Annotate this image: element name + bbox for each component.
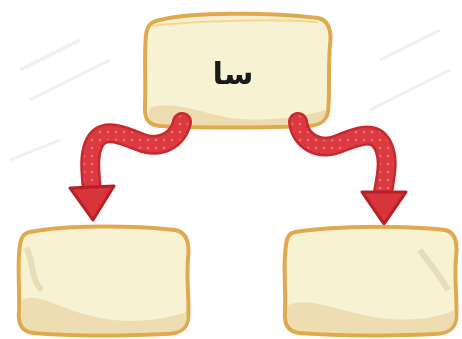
right-arrow-head xyxy=(362,192,406,224)
right-arrow xyxy=(298,122,406,224)
left-arrow xyxy=(70,122,182,220)
top-box-label: سا xyxy=(148,28,318,120)
bottom-left-box xyxy=(19,227,189,336)
bottom-right-box xyxy=(285,227,457,336)
left-arrow-head xyxy=(70,186,114,220)
